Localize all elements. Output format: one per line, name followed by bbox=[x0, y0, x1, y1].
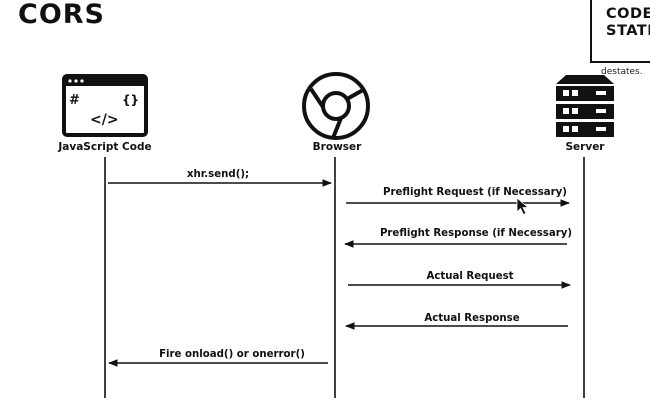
actor-label-server: Server bbox=[565, 141, 605, 153]
actor-label-browser: Browser bbox=[313, 141, 362, 153]
browser-icon bbox=[302, 72, 370, 140]
message-label: Actual Response bbox=[424, 313, 519, 324]
actor-label-javascript-code: JavaScript Code bbox=[57, 141, 151, 153]
hash-glyph: # bbox=[69, 93, 80, 108]
tag-glyph: </> bbox=[90, 112, 119, 128]
message-label: Actual Request bbox=[426, 271, 513, 282]
message-actual-response: Actual Response bbox=[345, 313, 568, 330]
brand-line-1: CODE bbox=[606, 6, 650, 22]
braces-glyph: {} bbox=[122, 93, 139, 107]
message-label: Preflight Response (if Necessary) bbox=[380, 228, 572, 239]
message-preflight-request: Preflight Request (if Necessary) bbox=[346, 187, 570, 207]
message-label: Fire onload() or onerror() bbox=[159, 349, 305, 360]
mouse-cursor-icon bbox=[516, 197, 530, 216]
server-icon bbox=[556, 75, 614, 137]
brand-line-2: STATES bbox=[606, 23, 650, 39]
page-title: CORS bbox=[18, 0, 106, 30]
message-xhr-send: xhr.send(); bbox=[108, 169, 332, 187]
brand-logo: CODE STATES bbox=[590, 0, 650, 63]
message-label: xhr.send(); bbox=[187, 169, 249, 180]
message-label: Preflight Request (if Necessary) bbox=[383, 187, 567, 198]
message-preflight-response: Preflight Response (if Necessary) bbox=[344, 228, 572, 248]
message-fire-onload: Fire onload() or onerror() bbox=[108, 349, 328, 367]
code-window-icon: # {} </> bbox=[62, 74, 148, 137]
watermark-text: destates. bbox=[601, 67, 643, 77]
message-actual-request: Actual Request bbox=[348, 271, 571, 289]
